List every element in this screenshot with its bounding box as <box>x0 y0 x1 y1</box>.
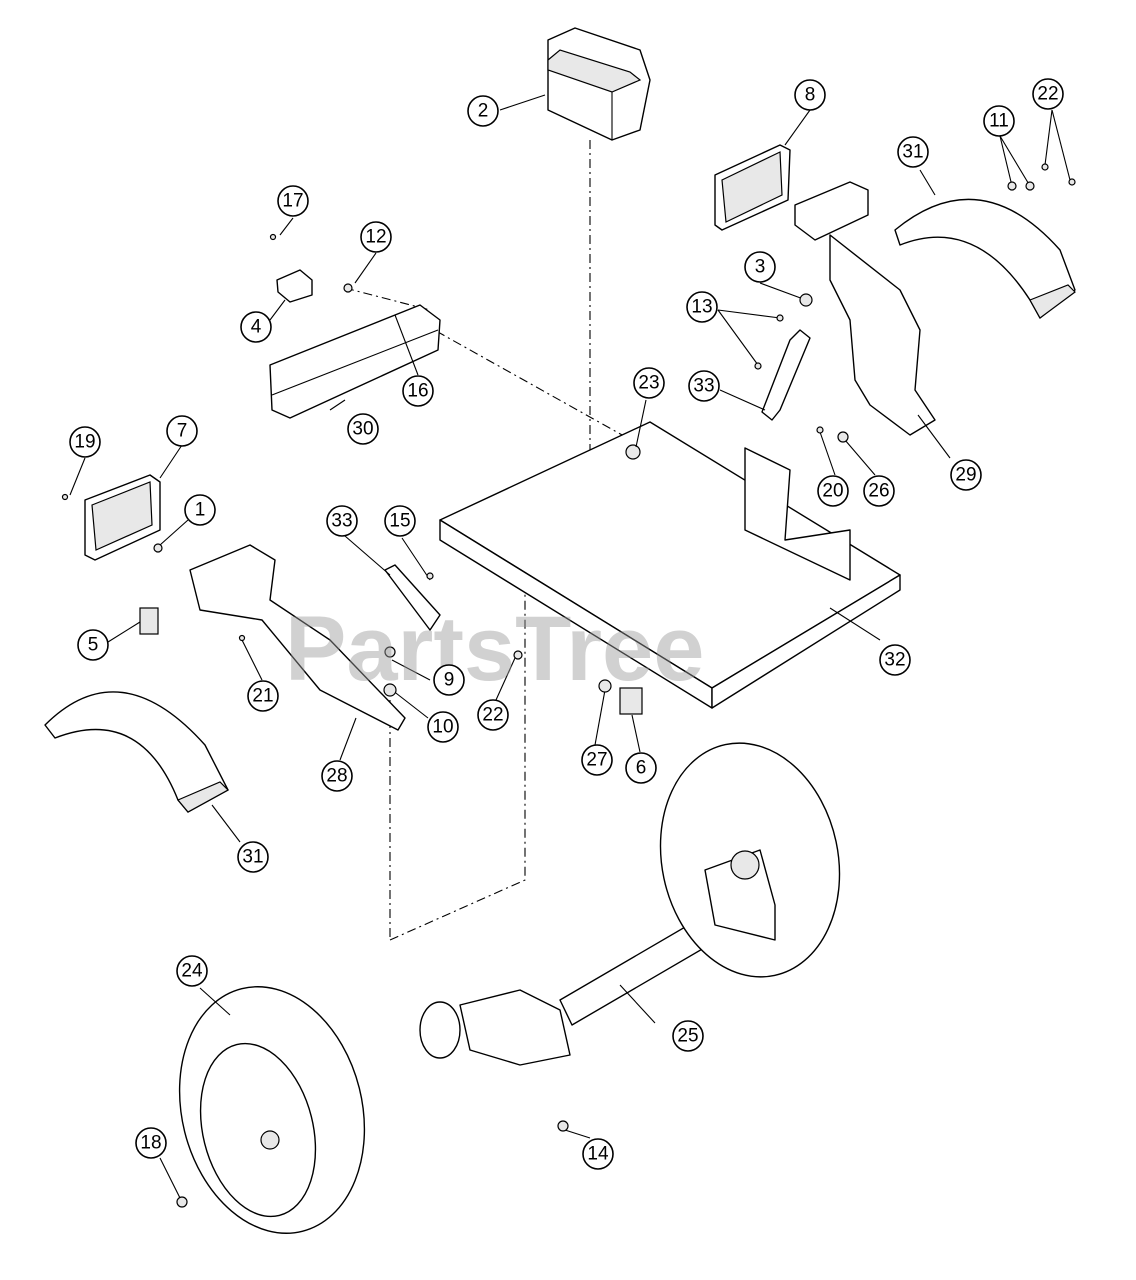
wheel-right <box>659 742 841 978</box>
callout-label: 6 <box>636 758 647 779</box>
callout-31-top: 31 <box>897 136 929 168</box>
callout-22-bottom: 22 <box>477 699 509 731</box>
clip <box>276 269 313 303</box>
callout-label: 31 <box>902 142 923 163</box>
callout-label: 15 <box>389 511 410 532</box>
callout-29: 29 <box>950 459 982 491</box>
callout-label: 23 <box>638 373 659 394</box>
strap-left <box>384 564 441 631</box>
callout-16: 16 <box>402 375 434 407</box>
watermark: PartsTree <box>285 598 704 700</box>
decal-right <box>619 687 643 715</box>
callout-21: 21 <box>247 680 279 712</box>
callout-label: 30 <box>352 419 373 440</box>
callout-26: 26 <box>863 475 895 507</box>
callout-label: 18 <box>140 1133 161 1154</box>
callout-4: 4 <box>240 311 272 343</box>
callout-20: 20 <box>817 475 849 507</box>
callout-15: 15 <box>384 505 416 537</box>
callout-label: 4 <box>251 317 262 338</box>
callout-label: 24 <box>181 961 203 982</box>
callout-6: 6 <box>625 752 657 784</box>
callout-27: 27 <box>581 744 613 776</box>
callout-18: 18 <box>135 1127 167 1159</box>
callout-label: 29 <box>955 465 976 486</box>
callout-label: 1 <box>195 500 206 521</box>
callout-label: 33 <box>693 376 714 397</box>
callout-32: 32 <box>879 644 911 676</box>
callout-label: 16 <box>407 381 428 402</box>
callout-24: 24 <box>176 955 208 987</box>
callout-17: 17 <box>277 185 309 217</box>
wheel-left <box>178 986 366 1234</box>
side-plate-right <box>829 234 936 436</box>
callout-label: 20 <box>822 481 843 502</box>
fender-left <box>44 691 229 813</box>
callout-label: 19 <box>74 432 95 453</box>
callout-13: 13 <box>686 291 718 323</box>
callout-3: 3 <box>744 251 776 283</box>
callout-label: 7 <box>177 421 188 442</box>
callout-label: 10 <box>432 717 453 738</box>
callout-12: 12 <box>360 221 392 253</box>
callout-1: 1 <box>184 494 216 526</box>
hardware <box>61 163 1076 1208</box>
main-deck <box>439 421 901 709</box>
callout-label: 12 <box>365 227 386 248</box>
callout-23: 23 <box>633 367 665 399</box>
callout-33-left: 33 <box>326 505 358 537</box>
mounting-bracket <box>269 304 441 419</box>
callout-5: 5 <box>77 629 109 661</box>
callout-label: 2 <box>478 101 489 122</box>
callout-14: 14 <box>582 1138 614 1170</box>
callout-label: 22 <box>1037 84 1058 105</box>
decal-left <box>139 607 159 635</box>
callout-label: 3 <box>755 257 766 278</box>
callout-25: 25 <box>672 1020 704 1052</box>
callout-33-right: 33 <box>688 370 720 402</box>
callout-30: 30 <box>347 413 379 445</box>
callout-19: 19 <box>69 426 101 458</box>
callout-label: 5 <box>88 635 99 656</box>
callout-label: 17 <box>282 191 303 212</box>
taillight-right <box>714 144 869 241</box>
hub-left <box>419 989 571 1066</box>
callout-label: 11 <box>989 111 1009 132</box>
callout-label: 32 <box>884 650 905 671</box>
centerlines <box>344 140 641 941</box>
callout-8: 8 <box>794 79 826 111</box>
callout-label: 9 <box>444 670 455 691</box>
callout-label: 26 <box>868 481 889 502</box>
fender-right <box>894 198 1076 319</box>
callout-2: 2 <box>467 95 499 127</box>
callout-31-bottom: 31 <box>237 841 269 873</box>
callout-label: 14 <box>587 1144 609 1165</box>
callout-label: 21 <box>252 686 273 707</box>
callout-label: 13 <box>691 297 712 318</box>
callout-9: 9 <box>433 664 465 696</box>
leaders <box>69 94 1071 1199</box>
taillight-left <box>84 474 161 561</box>
callout-7: 7 <box>166 415 198 447</box>
callout-10: 10 <box>427 711 459 743</box>
callout-label: 8 <box>805 85 816 106</box>
callout-label: 31 <box>242 847 263 868</box>
callout-label: 22 <box>482 705 503 726</box>
callout-28: 28 <box>321 760 353 792</box>
callout-11: 11 <box>983 105 1015 137</box>
side-plate-left <box>189 544 406 731</box>
battery-box <box>547 27 651 141</box>
callout-label: 33 <box>331 511 352 532</box>
callout-label: 27 <box>586 750 607 771</box>
callout-22-top: 22 <box>1032 78 1064 110</box>
callout-label: 25 <box>677 1026 698 1047</box>
strap-right <box>761 329 811 421</box>
callout-label: 28 <box>326 766 347 787</box>
